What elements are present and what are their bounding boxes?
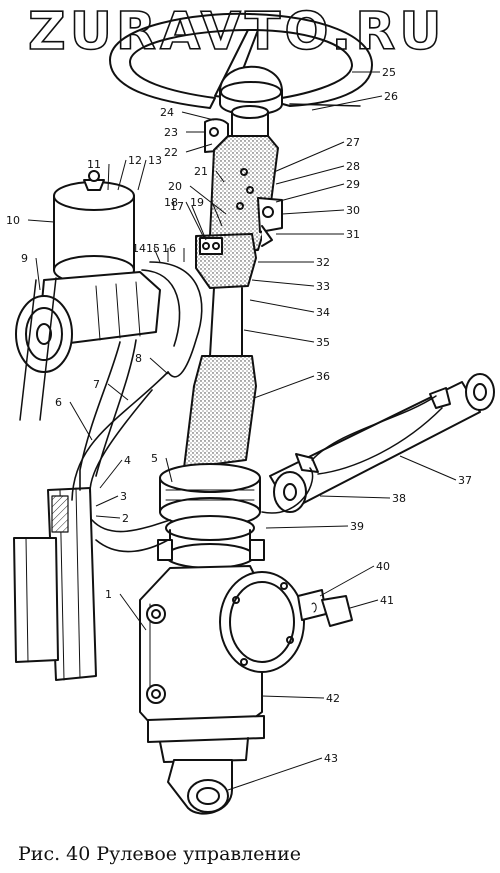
leader-line-36 [253, 375, 315, 399]
leader-line-14 [153, 247, 161, 263]
callout-33: 33 [316, 280, 330, 293]
callout-17: 17 [170, 200, 184, 213]
side-cover [219, 571, 305, 673]
leader-line-40 [319, 565, 375, 597]
callout-12: 12 [128, 154, 142, 167]
steering-wheel [109, 12, 373, 116]
callout-9: 9 [21, 252, 28, 265]
callout-23: 23 [164, 126, 178, 139]
leader-line-5 [165, 457, 173, 483]
callout-2: 2 [122, 512, 129, 525]
callout-15: 15 [146, 242, 160, 255]
callout-18: 18 [164, 196, 178, 209]
callout-32: 32 [316, 256, 330, 269]
leader-line-24 [181, 111, 215, 121]
callout-29: 29 [346, 178, 360, 191]
callout-43: 43 [324, 752, 338, 765]
adjusting-nut [297, 589, 353, 627]
leader-line-4 [99, 459, 123, 489]
callout-42: 42 [326, 692, 340, 705]
pump-reservoir [53, 170, 135, 285]
callout-16: 16 [162, 242, 176, 255]
power-steering-pump [15, 271, 161, 421]
callout-37: 37 [458, 474, 472, 487]
leader-line-12 [117, 159, 127, 191]
callout-5: 5 [151, 452, 158, 465]
leader-line-3 [95, 495, 119, 507]
leader-line-1 [119, 593, 147, 631]
leader-line-43 [227, 757, 323, 791]
column-clamp [195, 233, 257, 289]
leader-line-17 [191, 205, 207, 241]
callout-31: 31 [346, 228, 360, 241]
leader-line-18 [185, 201, 205, 239]
leader-line-9 [35, 257, 41, 291]
leader-line-33 [251, 279, 315, 287]
leader-line-41 [349, 599, 379, 609]
callout-36: 36 [316, 370, 330, 383]
callout-26: 26 [384, 90, 398, 103]
callout-10: 10 [6, 214, 20, 227]
callout-7: 7 [93, 378, 100, 391]
callout-6: 6 [55, 396, 62, 409]
callout-19: 19 [190, 196, 204, 209]
leader-line-13 [137, 159, 147, 191]
leader-line-7 [107, 383, 129, 401]
leader-line-34 [249, 299, 315, 313]
hoses [71, 261, 203, 553]
callout-13: 13 [148, 154, 162, 167]
callout-30: 30 [346, 204, 360, 217]
leader-line-26 [311, 95, 383, 111]
frame-bracket [13, 487, 97, 681]
leader-line-29 [275, 183, 345, 203]
pitman-arm [167, 759, 233, 815]
leader-line-35 [243, 329, 315, 343]
leader-line-2 [95, 515, 121, 519]
leader-line-22 [185, 143, 213, 153]
callout-14: 14 [132, 242, 146, 255]
leader-line-6 [69, 401, 93, 441]
callout-24: 24 [160, 106, 174, 119]
callout-39: 39 [350, 520, 364, 533]
callout-35: 35 [316, 336, 330, 349]
leader-line-10 [27, 219, 55, 223]
callout-22: 22 [164, 146, 178, 159]
callout-38: 38 [392, 492, 406, 505]
leader-line-38 [319, 495, 391, 499]
callout-3: 3 [120, 490, 127, 503]
leader-line-8 [149, 357, 169, 375]
leader-line-39 [265, 525, 349, 529]
callout-34: 34 [316, 306, 330, 319]
callout-27: 27 [346, 136, 360, 149]
leader-lines [27, 71, 457, 791]
leader-line-42 [261, 695, 325, 699]
leader-line-28 [275, 165, 345, 185]
leader-line-21 [215, 170, 225, 183]
callout-40: 40 [376, 560, 390, 573]
callout-20: 20 [168, 180, 182, 193]
leader-line-20 [189, 185, 227, 215]
leader-line-11 [107, 163, 110, 191]
leader-line-37 [399, 455, 457, 481]
column-shaft [183, 287, 257, 469]
figure-caption: Рис. 40 Рулевое управление [18, 843, 301, 865]
callout-11: 11 [87, 158, 101, 171]
callout-41: 41 [380, 594, 394, 607]
leader-line-19 [211, 201, 223, 227]
callout-28: 28 [346, 160, 360, 173]
callout-8: 8 [135, 352, 142, 365]
callout-4: 4 [124, 454, 131, 467]
gear-collar [157, 463, 265, 569]
power-cylinder [261, 373, 495, 514]
callout-21: 21 [194, 165, 208, 178]
callout-25: 25 [382, 66, 396, 79]
leader-line-30 [281, 209, 345, 215]
leader-line-27 [273, 141, 345, 173]
callout-1: 1 [105, 588, 112, 601]
